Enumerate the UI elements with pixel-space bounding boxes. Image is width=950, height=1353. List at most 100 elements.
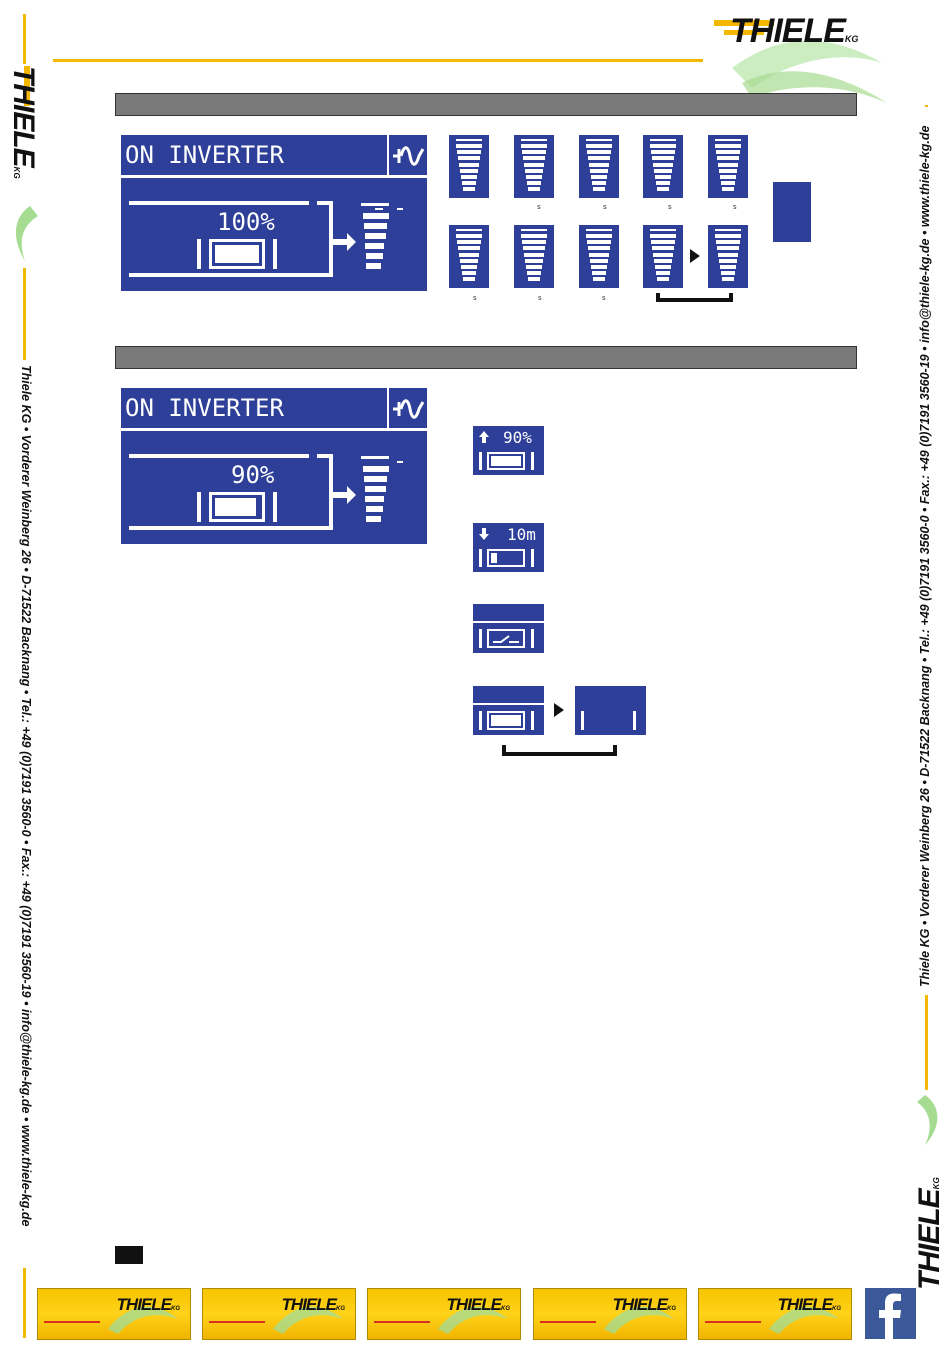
battery-left-bar: [197, 492, 201, 522]
level-top-bar: [521, 229, 547, 231]
inverter-wave-icon: [393, 146, 425, 166]
level-bar: [715, 234, 741, 238]
battery-left-bar: [197, 239, 201, 269]
level-bar: [721, 271, 735, 276]
level-indicator: [449, 135, 489, 198]
level-bar: [525, 168, 543, 173]
level-bar: [524, 162, 544, 167]
lcd-top-line: [129, 454, 309, 458]
level-ticks-row2: s s s: [473, 294, 606, 302]
facebook-icon[interactable]: [865, 1288, 916, 1339]
level-bar: [717, 246, 739, 251]
level-bar: [521, 234, 547, 238]
level-bar: [719, 168, 737, 173]
level-bar: [650, 144, 676, 148]
left-side-rule-3: [23, 1268, 26, 1338]
level-bar: [524, 252, 544, 257]
level-bar: [463, 187, 475, 192]
section1-header-bar: [115, 93, 857, 116]
level-top-bar: [456, 139, 482, 141]
left-logo-swoosh-icon: [15, 66, 39, 261]
footer-tile-4[interactable]: THIELEKG: [533, 1288, 687, 1340]
level-bar: [528, 277, 540, 282]
header-rule: [53, 59, 703, 62]
level-bar: [460, 258, 478, 263]
blink-cycle-bracket: [502, 745, 617, 756]
level-bar: [459, 162, 479, 167]
level-bar: [456, 144, 482, 148]
level-bar: [587, 240, 611, 245]
right-logo-text: THIELEKG: [913, 1177, 946, 1290]
level-bar: [525, 258, 543, 263]
play-arrow-icon: [554, 703, 564, 717]
level-indicator: [708, 135, 748, 198]
footer-tile-2[interactable]: THIELEKG: [202, 1288, 356, 1340]
lcd-percent: 100%: [217, 208, 275, 236]
logo-swoosh-icon: [714, 20, 887, 103]
level-indicator: [708, 225, 748, 288]
lcd-bracket: [317, 201, 333, 277]
level-bar: [463, 277, 475, 282]
left-contact-text: Thiele KG • Vorderer Weinberg 26 • D-715…: [19, 365, 33, 1227]
level-bar: [653, 252, 673, 257]
level-bar: [722, 187, 734, 192]
mini-battery-icon: [487, 629, 525, 648]
mini-discharge-value: 10m: [507, 525, 536, 544]
level-bar: [717, 156, 739, 161]
battery-icon: [209, 239, 265, 269]
level-bar: [527, 181, 541, 186]
right-side-logo: THIELEKG: [905, 1090, 950, 1290]
level-top-bar: [521, 139, 547, 141]
level-indicator: [643, 135, 683, 198]
lcd-title: ON INVERTER: [125, 394, 284, 422]
footer-tile-3[interactable]: THIELEKG: [367, 1288, 521, 1340]
level-bar: [462, 271, 476, 276]
left-side-rule-2: [23, 268, 26, 360]
load-level-bars: [361, 203, 403, 279]
left-logo-text: THIELEKG: [7, 66, 40, 179]
level-bar: [651, 150, 675, 155]
level-indicator: [579, 135, 619, 198]
level-bar: [521, 144, 547, 148]
output-arrow-icon: [333, 486, 356, 504]
right-contact-text: Thiele KG • Vorderer Weinberg 26 • D-715…: [918, 125, 932, 987]
right-logo-swoosh-icon: [917, 1095, 938, 1145]
level-bar: [718, 252, 738, 257]
lcd-bottom-line: [129, 526, 319, 530]
level-ticks-row1: s s s s: [537, 203, 737, 211]
tile-swoosh-icon: [604, 1306, 674, 1334]
level-bar: [591, 265, 607, 269]
level-bar: [652, 246, 674, 251]
lcd-title-divider: [121, 428, 427, 431]
level-top-bar: [586, 229, 612, 231]
level-indicator: [514, 135, 554, 198]
level-bar: [522, 150, 546, 155]
level-cycle-bracket: [656, 293, 733, 302]
lcd-bracket: [317, 454, 333, 530]
play-arrow-icon: [690, 249, 700, 263]
level-bar: [526, 265, 542, 269]
level-bar: [656, 181, 670, 186]
level-bar: [592, 271, 606, 276]
level-bar: [461, 265, 477, 269]
level-bar: [593, 277, 605, 282]
level-indicator: [449, 225, 489, 288]
footer-tile-5[interactable]: THIELEKG: [698, 1288, 852, 1340]
level-top-bar: [650, 139, 676, 141]
level-bar: [720, 175, 736, 179]
load-level-bars: [361, 456, 403, 532]
level-bar: [458, 246, 480, 251]
level-bar: [527, 271, 541, 276]
level-bar: [719, 258, 737, 263]
left-side-rule: [23, 14, 26, 64]
level-bar: [458, 156, 480, 161]
mini-battery-icon: [487, 452, 525, 470]
down-arrow-icon: [479, 528, 489, 540]
level-top-bar: [715, 229, 741, 231]
tile-swoosh-icon: [769, 1306, 839, 1334]
level-bar: [591, 175, 607, 179]
footer-tile-1[interactable]: THIELEKG: [37, 1288, 191, 1340]
level-bar: [589, 162, 609, 167]
section1-lcd: ON INVERTER 100%: [121, 135, 427, 291]
tile-logo-text: THIELE: [612, 1295, 668, 1314]
